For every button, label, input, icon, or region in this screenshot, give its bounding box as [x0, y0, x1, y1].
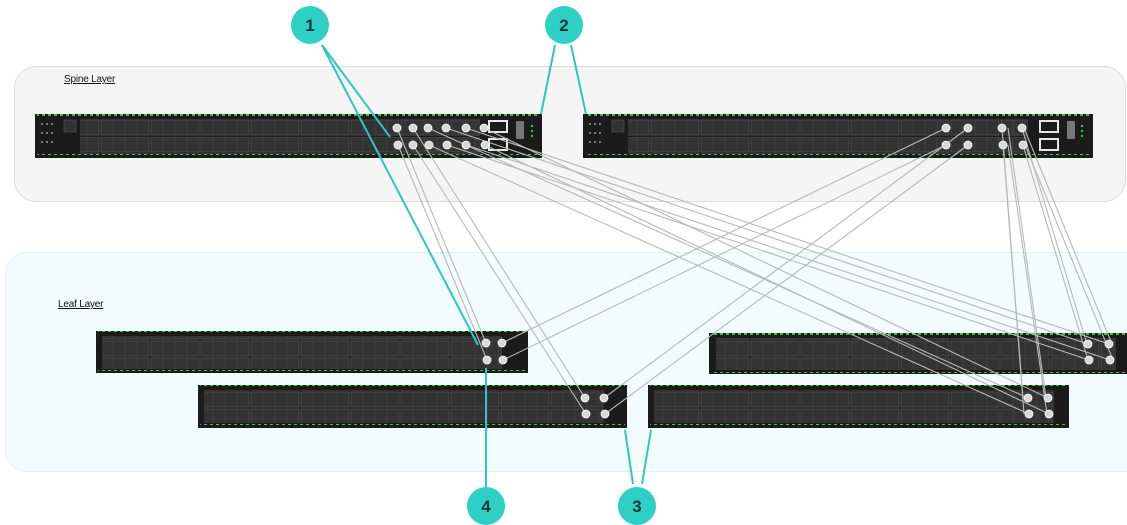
callout-leader-lines: [321, 44, 652, 495]
svg-text:1: 1: [305, 16, 314, 35]
svg-text:2: 2: [559, 16, 568, 35]
spine-switch-1: [35, 114, 542, 158]
callout-3: 3: [618, 487, 656, 525]
leaf-switch-1: [96, 331, 528, 373]
spine-layer-label: Spine Layer: [64, 74, 116, 85]
callout-4: 4: [467, 487, 505, 525]
svg-text:4: 4: [481, 497, 491, 516]
callout-1: 1: [291, 6, 329, 44]
spine-switch-2: [583, 114, 1093, 158]
cable-connections: [396, 127, 1114, 415]
svg-text:3: 3: [632, 497, 641, 516]
port-connectors: [392, 123, 1115, 419]
leaf-switch-4: [648, 385, 1069, 428]
leaf-switch-3: [198, 385, 627, 428]
leaf-layer-label: Leaf Layer: [58, 299, 104, 310]
leaf-switch-2: [709, 333, 1127, 374]
callout-2: 2: [545, 6, 583, 44]
